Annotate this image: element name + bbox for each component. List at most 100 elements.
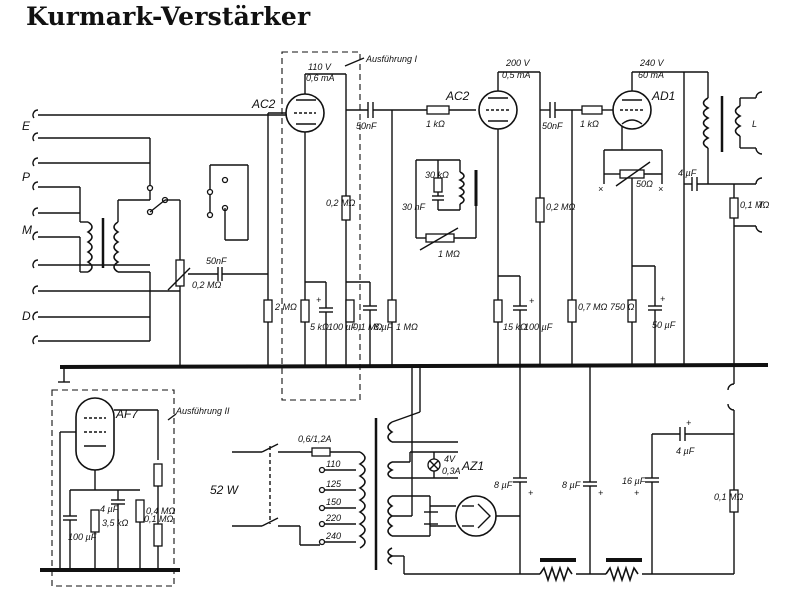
power-transformer [358,418,394,570]
output-label-t: T [758,200,765,210]
stage1-cath-res [300,299,310,323]
input-selector-switch[interactable] [146,138,249,341]
tube-af7 [75,397,115,471]
tap-125: 125 [326,479,342,489]
input-label-e: E [22,119,31,133]
stage1-cap-b-label: 8 µF [374,322,393,332]
stage1-plate-res [341,195,351,221]
tube-label-ad1: AD1 [651,89,675,103]
stage2-voltage: 200 V [505,58,531,68]
filter-choke-2 [605,565,639,583]
filter-choke-1 [539,565,573,583]
pre-res-c-label: 0,4 MΩ [146,506,176,516]
pre-cap-b-label: 4 µF [100,504,119,514]
input-pot-label: 0,2 MΩ [192,280,222,290]
svg-text:×: × [658,184,663,194]
stage2-plate-res [535,197,545,223]
svg-text:×: × [598,184,603,194]
stage1-cath-res-label: 5 kΩ [310,322,329,332]
stage1-cath-cap-label: 100 µF [328,322,357,332]
mains-fuse-label: 0,6/1,2A [298,434,332,444]
stage2-plate-res-label: 0,2 MΩ [546,202,576,212]
stage2-cath-res [493,299,503,323]
filter-choke-1-core [540,558,576,562]
input-transformer [79,187,150,273]
stage2-current: 0,5 mA [502,70,531,80]
stage2-cath-cap-label: 100 µF [524,322,553,332]
stage2-grid-res [387,299,397,323]
stage2-cath-res-label: 15 kΩ [503,322,527,332]
stage2-series-res [426,105,450,115]
mains-tap-selector[interactable] [318,466,357,546]
input-pot[interactable] [175,259,185,287]
variant-ii-box [51,389,175,587]
filter-cap-2-label: 8 µF [562,480,581,490]
tone-res-label: 30 kΩ [425,170,449,180]
stage3-current: 60 mA [638,70,664,80]
tap-150: 150 [326,497,341,507]
stage1-current: 0,6 mA [306,73,335,83]
page-title: Kurmark-Verstärker [26,2,311,31]
stage1-res-b [345,299,355,323]
stage1-voltage: 110 V [308,62,332,72]
stage1-res-b-label: 0,1 MΩ [353,322,383,332]
hum-balance-pot[interactable]: ×× [598,126,663,266]
stage3-series-res-label: 1 kΩ [580,119,599,129]
pre-res-a-label: 3,5 kΩ [102,518,129,528]
pre-res-plate [153,463,163,487]
plus-mark: + [598,488,603,498]
stage3-out-res-label: 0,1 MΩ [740,200,770,210]
power-rating: 52 W [210,483,240,497]
output-transformer [683,72,763,367]
stage3-res-label: 0,7 MΩ [578,302,608,312]
lamp-voltage: 4V [444,454,456,464]
tone-network [415,159,478,238]
stage1-plate-res-label: 0,2 MΩ [326,198,356,208]
plus-mark: + [634,488,639,498]
plus-mark: + [660,294,665,304]
mains-switch[interactable] [232,443,318,527]
variant-i-label: Ausführung I [365,54,418,64]
stage2-coupling-cap-label: 50nF [542,121,563,131]
stage2-series-res-label: 1 kΩ [426,119,445,129]
stage3-cath-res-label: 750 Ω [610,302,635,312]
stage3-series-res [581,105,603,115]
tube-label-az1: AZ1 [461,459,484,473]
variant-i-box [281,51,361,401]
pre-res-b [135,499,145,523]
plus-mark: + [686,418,691,428]
filter-cap-1-label: 8 µF [494,480,513,490]
plus-mark: + [316,295,321,305]
plus-mark: + [528,488,533,498]
stage3-res [567,299,577,323]
stage3-out-res [729,197,739,219]
stage3-cath-cap-label: 50 µF [652,320,676,330]
mains-fuse [311,447,331,457]
input-label-d: D [22,309,31,323]
tube-label-af7: AF7 [115,407,139,421]
input-pot-arrow [167,267,191,291]
stage1-grid-res [263,299,273,323]
stage1-coupling-cap-label: 50nF [356,121,377,131]
filter-choke-2-core [606,558,642,562]
stage2-pot-label: 1 MΩ [438,249,460,259]
tube-label-ac2-2: AC2 [445,89,470,103]
stage3-out-cap-label: 4 µF [678,168,697,178]
tap-220: 220 [325,513,341,523]
tap-110: 110 [326,459,340,469]
lamp-current: 0,3A [442,466,461,476]
variant-ii-label: Ausführung II [175,406,230,416]
input-label-p: P [22,170,30,184]
input-label-m: M [22,223,32,237]
stage2-grid-res-label: 1 MΩ [396,322,418,332]
tone-cap-label: 30 nF [402,202,426,212]
filter-cap-4-label: 4 µF [676,446,695,456]
input-cap-label: 50nF [206,256,227,266]
ground-bus [59,363,769,369]
filter-cap-3-label: 16 µF [622,476,646,486]
pre-res-c [153,523,163,547]
output-label-l: L [752,119,757,129]
pre-cap-a-label: 100 µF [68,532,97,542]
hum-pot-label: 50Ω [636,179,653,189]
